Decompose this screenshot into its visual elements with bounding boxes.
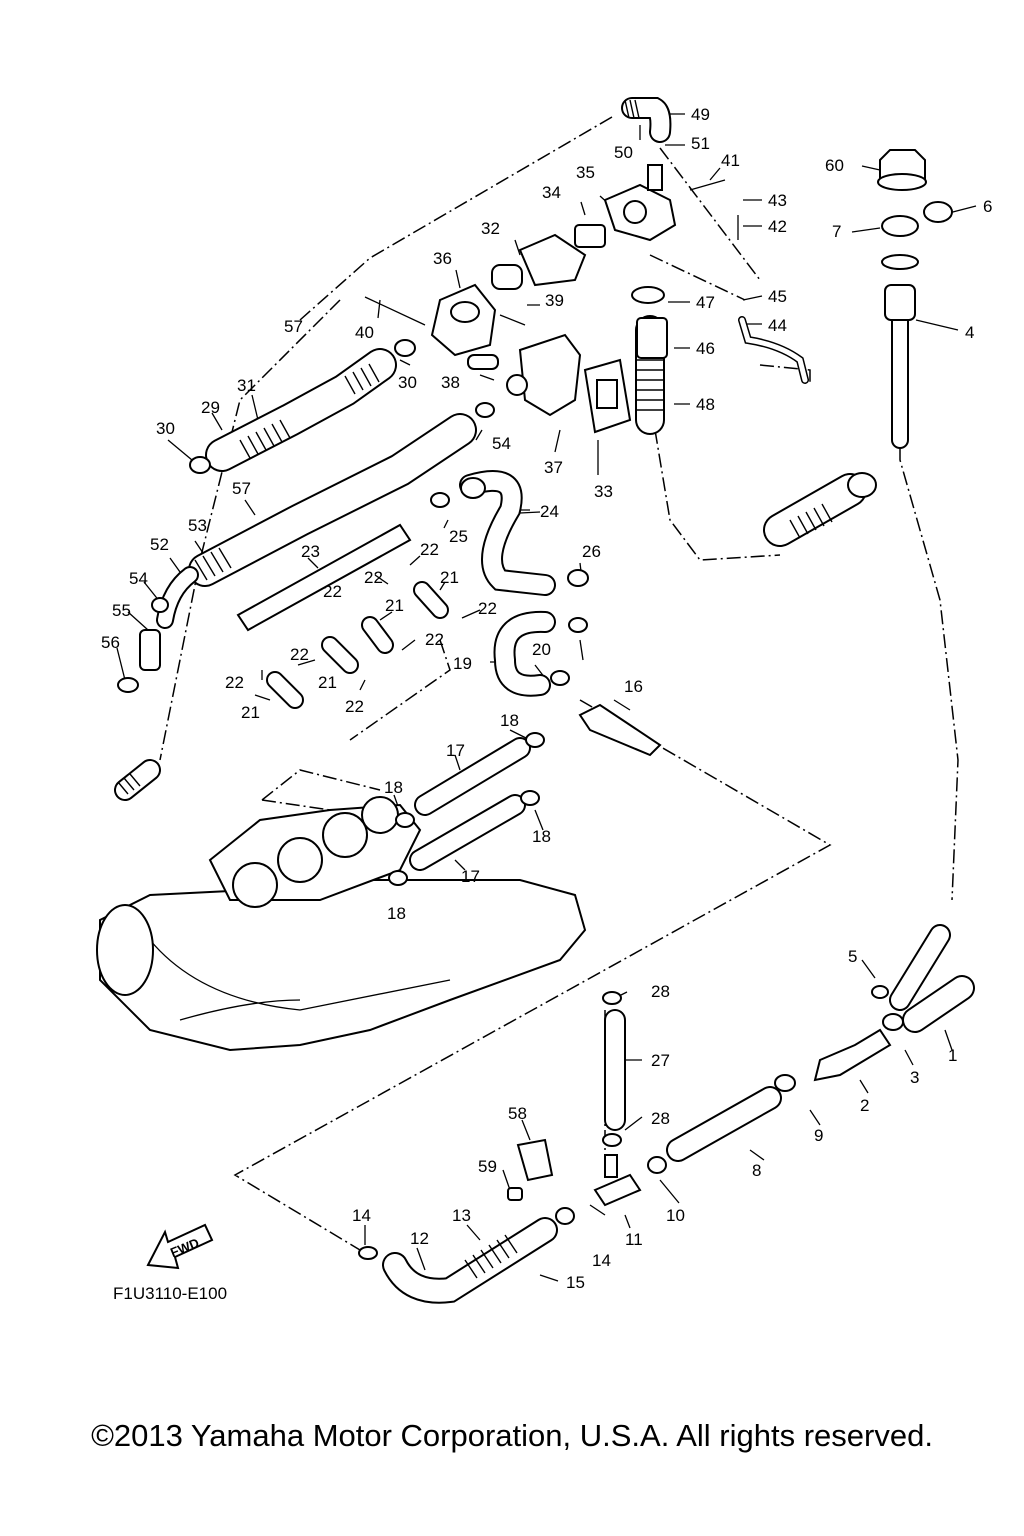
callout-45: 45 — [768, 287, 787, 306]
callout-9: 9 — [814, 1126, 823, 1145]
callout-38: 38 — [441, 373, 460, 392]
callout-22c: 22 — [323, 582, 342, 601]
callout-32: 32 — [481, 219, 500, 238]
callout-40: 40 — [355, 323, 374, 342]
callout-33: 33 — [594, 482, 613, 501]
callout-7: 7 — [832, 222, 841, 241]
callout-28b: 28 — [651, 1109, 670, 1128]
callout-49: 49 — [691, 105, 710, 124]
callout-17a: 17 — [446, 741, 465, 760]
callout-13: 13 — [452, 1206, 471, 1225]
callout-12: 12 — [410, 1229, 429, 1248]
callout-21a: 21 — [440, 568, 459, 587]
callout-44: 44 — [768, 316, 787, 335]
guide-lines — [116, 113, 977, 1282]
callout-20a: 20 — [532, 640, 551, 659]
callout-4: 4 — [965, 323, 974, 342]
callout-18c: 18 — [532, 827, 551, 846]
callout-1: 1 — [948, 1046, 957, 1065]
callout-47: 47 — [696, 293, 715, 312]
callout-57b: 57 — [232, 479, 251, 498]
callout-11: 11 — [625, 1230, 643, 1249]
callout-22g: 22 — [225, 673, 244, 692]
callout-46: 46 — [696, 339, 715, 358]
callout-8: 8 — [752, 1161, 761, 1180]
callout-3: 3 — [910, 1068, 919, 1087]
callout-6: 6 — [983, 197, 992, 216]
callout-41: 41 — [721, 151, 740, 170]
callout-39: 39 — [545, 291, 564, 310]
callout-16: 16 — [624, 677, 643, 696]
callout-14b: 14 — [592, 1251, 611, 1270]
callout-numbers: 49 51 50 41 35 60 43 6 34 42 7 32 36 45 … — [101, 105, 992, 1292]
callout-10: 10 — [666, 1206, 685, 1225]
callout-24: 24 — [540, 502, 559, 521]
callout-56: 56 — [101, 633, 120, 652]
callout-18a: 18 — [500, 711, 519, 730]
callout-54b: 54 — [129, 569, 148, 588]
drawing-code: F1U3110-E100 — [113, 1284, 228, 1303]
callout-53: 53 — [188, 516, 207, 535]
callout-37: 37 — [544, 458, 563, 477]
callout-57: 57 — [284, 317, 303, 336]
callout-58: 58 — [508, 1104, 527, 1123]
components — [96, 149, 953, 1270]
callout-31: 31 — [237, 376, 256, 395]
callout-23: 23 — [301, 542, 320, 561]
callout-21d: 21 — [241, 703, 260, 722]
callout-15: 15 — [566, 1273, 585, 1292]
callout-2: 2 — [860, 1096, 869, 1115]
callout-22e: 22 — [425, 630, 444, 649]
callout-59: 59 — [478, 1157, 497, 1176]
callout-30b: 30 — [156, 419, 175, 438]
callout-18d: 18 — [387, 904, 406, 923]
callout-22h: 22 — [345, 697, 364, 716]
callout-22b: 22 — [364, 568, 383, 587]
callout-14a: 14 — [352, 1206, 371, 1225]
callout-52: 52 — [150, 535, 169, 554]
callout-21c: 21 — [318, 673, 337, 692]
callout-34: 34 — [542, 183, 561, 202]
callout-25: 25 — [449, 527, 468, 546]
fwd-arrow-icon — [146, 1223, 214, 1270]
callout-22d: 22 — [478, 599, 497, 618]
callout-35: 35 — [576, 163, 595, 182]
callout-54: 54 — [492, 434, 511, 453]
engine-block — [99, 879, 587, 1052]
callout-28a: 28 — [651, 982, 670, 1001]
callout-21b: 21 — [385, 596, 404, 615]
callout-60: 60 — [825, 156, 844, 175]
callout-30: 30 — [398, 373, 417, 392]
callout-29: 29 — [201, 398, 220, 417]
callout-51: 51 — [691, 134, 710, 153]
callout-22a: 22 — [420, 540, 439, 559]
callout-18b: 18 — [384, 778, 403, 797]
hose-corrugations — [117, 99, 833, 1279]
callout-22f: 22 — [290, 645, 309, 664]
callout-26: 26 — [582, 542, 601, 561]
callout-27: 27 — [651, 1051, 670, 1070]
callout-36: 36 — [433, 249, 452, 268]
callout-43: 43 — [768, 191, 787, 210]
hoses — [114, 97, 975, 1304]
callout-5: 5 — [848, 947, 857, 966]
callout-42: 42 — [768, 217, 787, 236]
callout-19: 19 — [453, 654, 472, 673]
copyright-notice: ©2013 Yamaha Motor Corporation, U.S.A. A… — [91, 1418, 933, 1453]
callout-50: 50 — [614, 143, 633, 162]
callout-48: 48 — [696, 395, 715, 414]
callout-17b: 17 — [461, 867, 480, 886]
callout-55: 55 — [112, 601, 131, 620]
